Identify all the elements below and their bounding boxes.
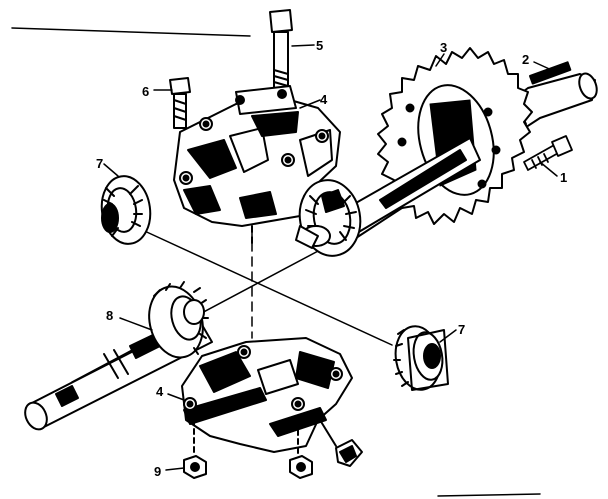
border-line-top: [11, 27, 251, 37]
callout-5: 5: [316, 38, 323, 53]
callout-4-lower: 4: [156, 384, 164, 399]
callout-4-upper: 4: [320, 92, 328, 107]
short-bolt: [169, 77, 191, 129]
callout-3: 3: [440, 40, 447, 55]
callout-labels: 1 2 3 4 5 6 7 8 7 4 9: [96, 38, 567, 479]
bevel-gear-left: [100, 175, 152, 245]
callout-6: 6: [142, 84, 149, 99]
lower-axle-gear: [148, 281, 209, 359]
callout-2: 2: [522, 52, 529, 67]
callout-1: 1: [560, 170, 567, 185]
callout-8: 8: [106, 308, 113, 323]
nut-right: [289, 455, 313, 479]
callout-9: 9: [154, 464, 161, 479]
small-bolt-right: [523, 135, 573, 171]
lower-housing: [181, 337, 353, 457]
bevel-gear-center: [295, 179, 362, 257]
drain-plug: [319, 419, 363, 467]
nut-left: [183, 455, 207, 479]
callout-7-right: 7: [458, 322, 465, 337]
upper-housing: [173, 85, 341, 245]
upper-shaft-body: [339, 137, 481, 237]
spur-gear-right: [393, 325, 449, 391]
leader-lines: [103, 44, 558, 471]
border-line-bottom: [437, 493, 541, 497]
callout-7-left: 7: [96, 156, 103, 171]
